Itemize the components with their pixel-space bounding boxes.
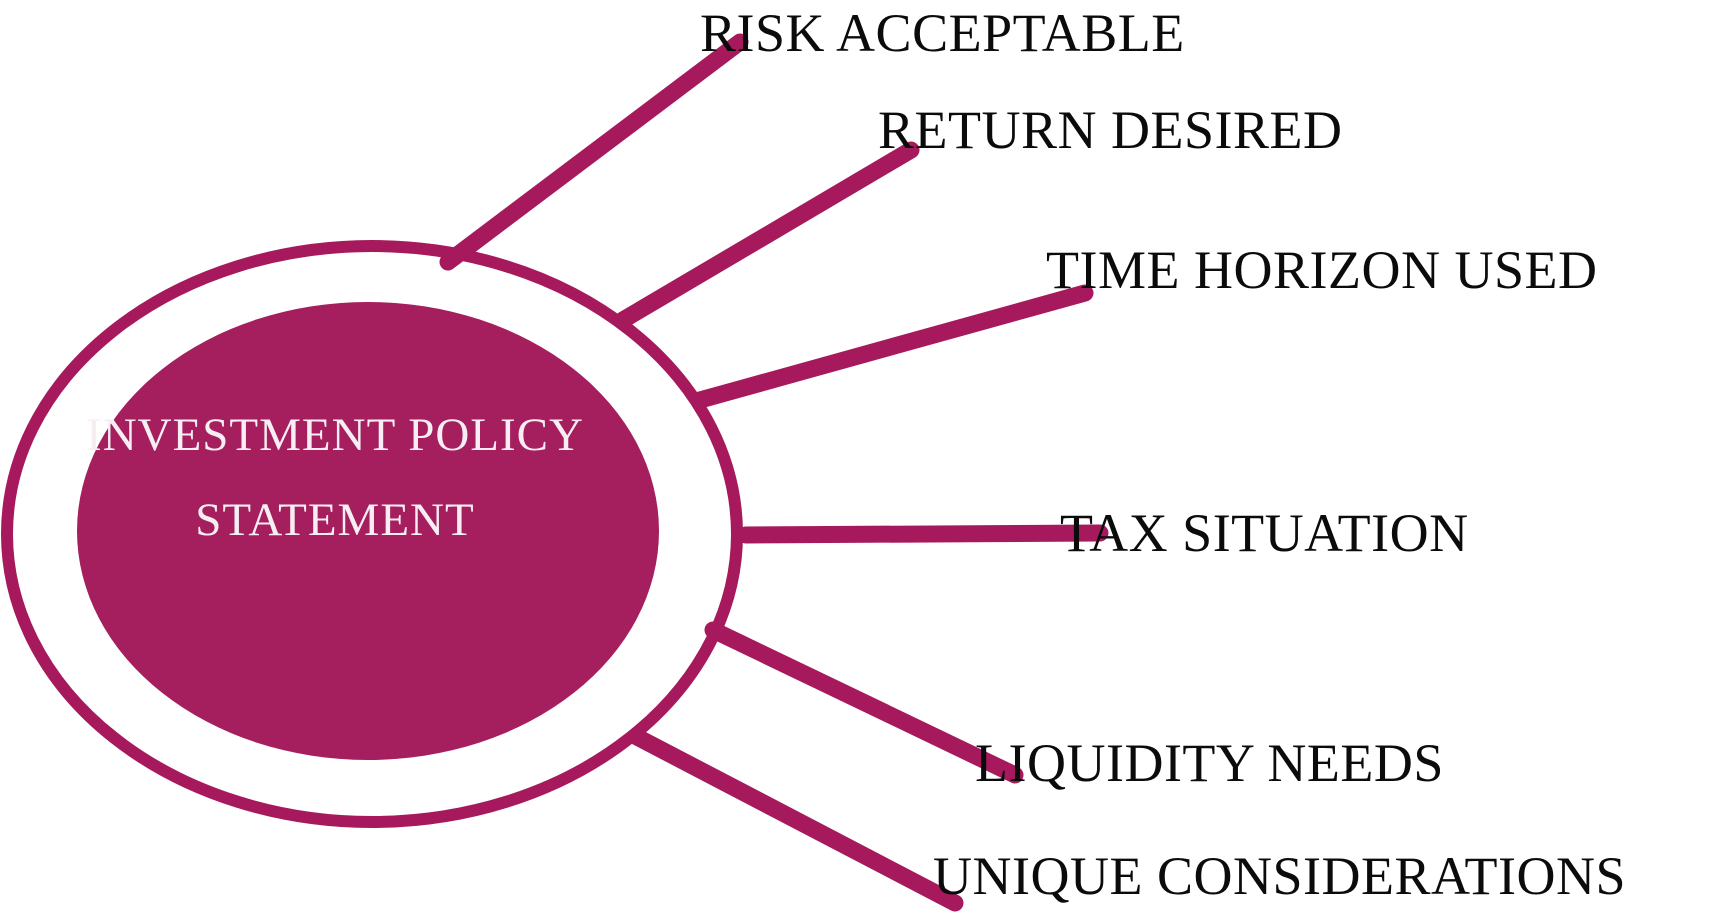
spoke-line-return-desired	[614, 141, 920, 329]
spoke-line-liquidity-needs	[704, 621, 1024, 784]
spoke-label-unique-considerations: UNIQUE CONSIDERATIONS	[933, 846, 1626, 906]
spoke-line-unique-considerations	[628, 728, 964, 912]
spoke-label-tax-situation: TAX SITUATION	[1060, 503, 1469, 563]
spoke-label-return-desired: RETURN DESIRED	[878, 100, 1343, 160]
center-node-ellipse	[77, 302, 659, 760]
spoke-label-risk-acceptable: RISK ACCEPTABLE	[700, 3, 1185, 63]
spoke-label-time-horizon-used: TIME HORIZON USED	[1046, 240, 1598, 300]
spoke-line-tax-situation	[737, 524, 1109, 544]
center-node-title-line1: INVESTMENT POLICY	[86, 409, 584, 461]
spoke-line-time-horizon	[691, 284, 1094, 409]
spoke-line-risk-acceptable	[439, 33, 749, 271]
center-node-title-line2: STATEMENT	[195, 494, 475, 546]
spoke-label-liquidity-needs: LIQUIDITY NEEDS	[975, 733, 1444, 793]
center-node-outer-ring	[1, 240, 743, 828]
